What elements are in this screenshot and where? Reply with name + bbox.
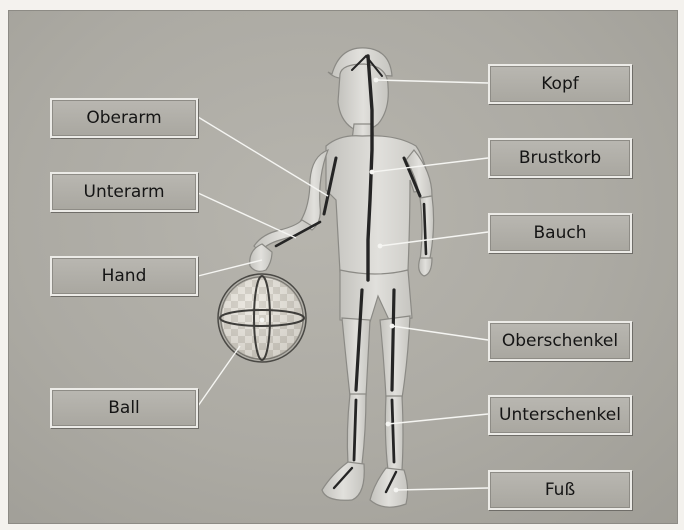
leader-fuss	[396, 488, 488, 490]
label-oberarm: Oberarm	[50, 98, 198, 138]
right-hand	[419, 258, 432, 276]
label-unterschenkel: Unterschenkel	[488, 395, 632, 435]
label-hand: Hand	[50, 256, 198, 296]
label-fuss: Fuß	[488, 470, 632, 510]
bone-right-shin	[392, 400, 394, 462]
left-foot	[322, 462, 364, 500]
left-upper-arm	[300, 150, 328, 230]
left-hand	[250, 244, 272, 271]
bone-right-thigh	[392, 290, 394, 390]
shorts	[340, 270, 412, 322]
leader-unterarm	[198, 193, 296, 238]
leader-kopf	[376, 80, 488, 83]
leader-oberarm	[198, 117, 328, 196]
label-bauch: Bauch	[488, 213, 632, 253]
leader-ball	[198, 346, 240, 406]
bone-left-shin	[354, 400, 356, 460]
label-brustkorb: Brustkorb	[488, 138, 632, 178]
label-oberschenkel: Oberschenkel	[488, 321, 632, 361]
label-ball: Ball	[50, 388, 198, 428]
label-unterarm: Unterarm	[50, 172, 198, 212]
label-kopf: Kopf	[488, 64, 632, 104]
